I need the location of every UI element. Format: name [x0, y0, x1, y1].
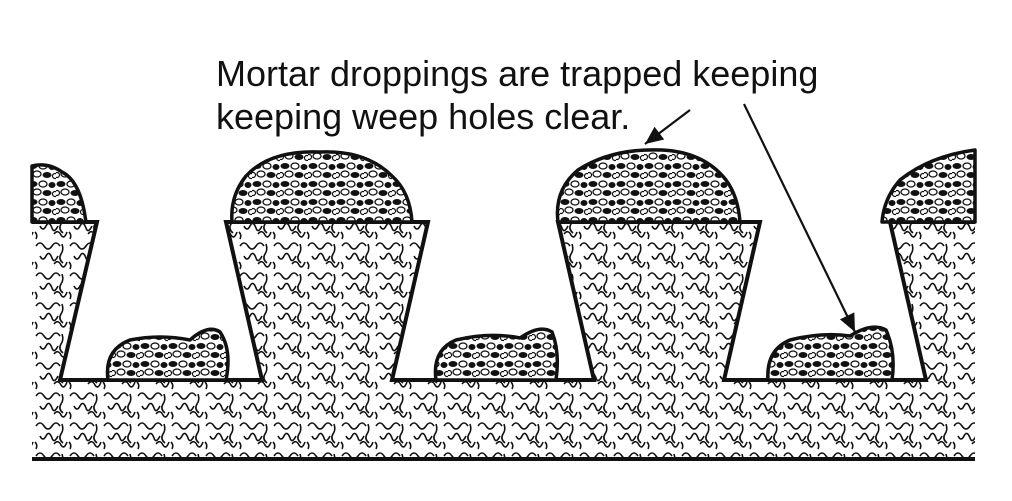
drainage-mesh-fill: [32, 222, 975, 458]
trapped-dropping-3: [766, 325, 895, 382]
leader-arrow-to-top-pile-head: [645, 126, 665, 144]
callout-line-2: keeping weep holes clear.: [216, 96, 631, 137]
leader-arrow-to-top-pile: [644, 109, 691, 145]
leader-arrow-to-dropping-shaft: [743, 103, 856, 333]
callout-text: Mortar droppings are trapped keeping kee…: [216, 52, 916, 138]
callout-line-1: Mortar droppings are trapped keeping: [216, 53, 819, 94]
mortar-pile-top-1: [30, 163, 88, 224]
leader-arrow-to-dropping: [743, 103, 856, 333]
leader-arrow-to-dropping-head: [839, 312, 855, 332]
mortar-pile-top-2: [230, 150, 414, 224]
trapped-dropping-2: [433, 327, 560, 382]
trapped-dropping-1: [105, 327, 230, 382]
mortar-pile-top-4: [880, 148, 977, 224]
mortar-pile-top-3: [555, 148, 742, 224]
